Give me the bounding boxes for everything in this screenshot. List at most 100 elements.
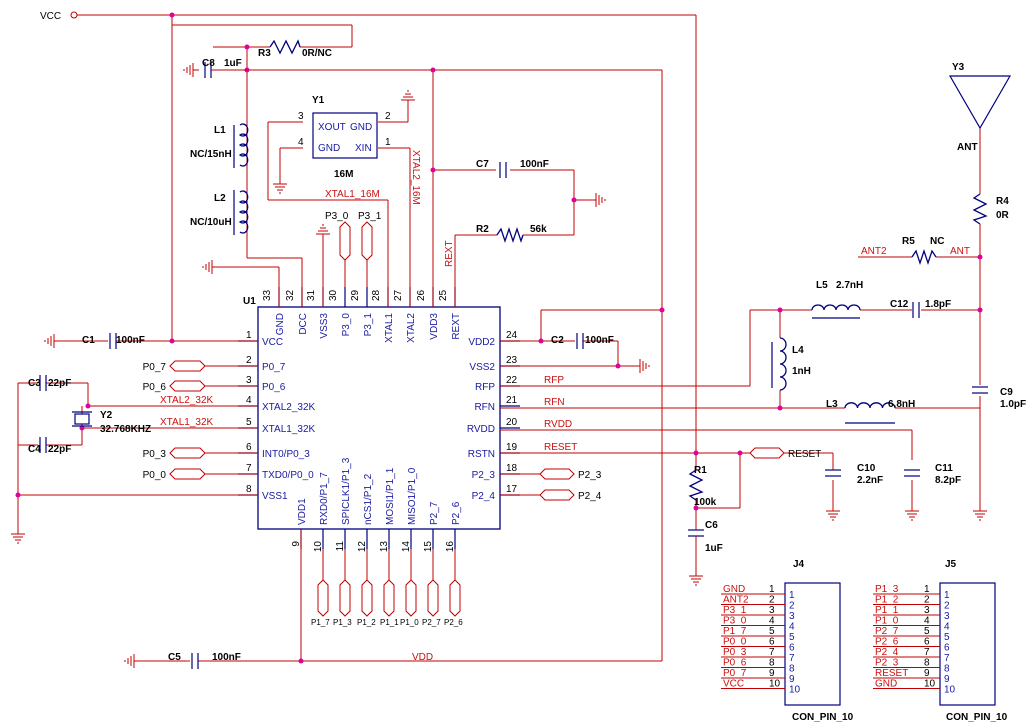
ground-icon (688, 569, 704, 586)
ic-pin-number: 5 (246, 417, 252, 428)
connector-net-label: P1_0 (875, 616, 899, 627)
y2-value: 32.768KHZ (100, 424, 151, 435)
y1-value: 16M (334, 169, 353, 180)
ic-pin-number: 30 (328, 289, 339, 301)
ic-pin-name: MISO1/P1_0 (407, 467, 418, 525)
ic-pin-number: 27 (393, 289, 404, 301)
connector-pin-number: 2 (769, 595, 775, 606)
connector-pin-number: 9 (924, 668, 930, 679)
ground-icon (904, 504, 920, 521)
ic-pin-number: 21 (506, 395, 518, 406)
port-label: P2_4 (578, 491, 602, 502)
connector-net-label: P0_0 (723, 637, 747, 648)
ic-pin-name: VDD2 (468, 337, 495, 348)
ic-pin-number: 24 (506, 330, 518, 341)
junction-dots (15, 12, 983, 664)
connector-pin-inner: 4 (944, 622, 950, 633)
net-ant2: ANT2 (861, 246, 887, 257)
y1-pin2: 2 (385, 111, 391, 122)
ic-body (257, 306, 501, 530)
j5-body (939, 582, 996, 706)
connector-pin-inner: 7 (944, 653, 950, 664)
c7-value: 100nF (520, 159, 549, 170)
ic-pin-name: P3_1 (363, 313, 374, 337)
port-label: P2_3 (578, 470, 602, 481)
r5-ref: R5 (902, 236, 915, 247)
ic-pin-number: 28 (371, 289, 382, 301)
port-marker-icon (169, 360, 206, 372)
connector-net-label: GND (875, 679, 897, 690)
ic-pin-number: 23 (506, 355, 518, 366)
connector-pin-inner: 1 (944, 590, 950, 601)
vcc-label: VCC (40, 11, 61, 22)
ic-pin-name: XTAL1 (384, 313, 395, 343)
ic-pin-number: 12 (357, 541, 368, 553)
connector-pin-number: 5 (769, 626, 775, 637)
y1-pin4: 4 (298, 137, 304, 148)
ic-pin-name: VSS1 (262, 491, 288, 502)
net-xtal2-16m: XTAL2_16M (410, 150, 421, 205)
connector-net-label: RESET (875, 668, 908, 679)
ic-pin-number: 3 (246, 375, 252, 386)
r2-value: 56k (530, 224, 547, 235)
port-label: P2_7 (422, 618, 441, 627)
ic-pin-name: VDD1 (297, 498, 308, 525)
j4-body (784, 582, 841, 706)
ground-icon (10, 527, 26, 544)
port-label: P3_0 (325, 211, 349, 222)
connector-pin-inner: 8 (944, 664, 950, 675)
l4-value: 1nH (792, 366, 811, 377)
net-rfp: RFP (544, 375, 564, 386)
connector-pin-inner: 10 (944, 685, 956, 696)
net-xtal1-32k: XTAL1_32K (160, 417, 214, 428)
port-marker-icon (539, 468, 575, 480)
ground-icon (124, 653, 141, 669)
port-marker-icon (169, 468, 206, 480)
ground-icon (183, 62, 200, 78)
net-xtal2-32k: XTAL2_32K (160, 395, 214, 406)
connector-pin-number: 8 (769, 658, 775, 669)
y1-pin-xout: XOUT (318, 122, 346, 133)
l4-ref: L4 (792, 345, 804, 356)
connector-pin-number: 4 (924, 616, 930, 627)
j4-ref: J4 (793, 559, 805, 570)
ic-pin-number: 29 (350, 289, 361, 301)
ic-pin-number: 8 (246, 484, 252, 495)
ic-pin-name: VDD3 (429, 313, 440, 340)
r1-value: 100k (694, 497, 717, 508)
component-symbols (39, 11, 1012, 706)
l3-ref: L3 (826, 399, 838, 410)
port-marker-icon (427, 579, 439, 617)
connector-pin-number: 5 (924, 626, 930, 637)
net-ant: ANT (950, 246, 970, 257)
connector-pin-number: 9 (769, 668, 775, 679)
ic-pin-number: 7 (246, 463, 252, 474)
port-label: P0_6 (143, 382, 167, 393)
ic-pin-name: RSTN (468, 449, 495, 460)
ic-pin-name: VSS2 (469, 362, 495, 373)
port-marker-icon (339, 221, 351, 261)
ic-pin-name: P2_7 (429, 501, 440, 525)
ground-icon (44, 333, 61, 349)
y1-pin-gnd2: GND (318, 143, 340, 154)
ic-pin-name: RFP (475, 382, 495, 393)
ic-pin-number: 31 (306, 289, 317, 301)
ground-icon (202, 259, 219, 275)
connector-pin-number: 1 (769, 584, 775, 595)
port-label: P3_1 (358, 211, 382, 222)
connector-net-label: P1_1 (875, 605, 899, 616)
c11-value: 8.2pF (935, 475, 961, 486)
ground-icon (272, 177, 288, 194)
port-label: P1_0 (400, 618, 419, 627)
connector-net-label: P3_0 (723, 616, 747, 627)
c8-value: 1uF (224, 58, 242, 69)
connector-pin-inner: 5 (789, 632, 795, 643)
y2-ref: Y2 (100, 410, 113, 421)
connector-pin-number: 3 (924, 605, 930, 616)
r3-ref: R3 (258, 48, 271, 59)
ic-pin-name: GND (275, 313, 286, 335)
ic-pin-number: 15 (423, 541, 434, 553)
